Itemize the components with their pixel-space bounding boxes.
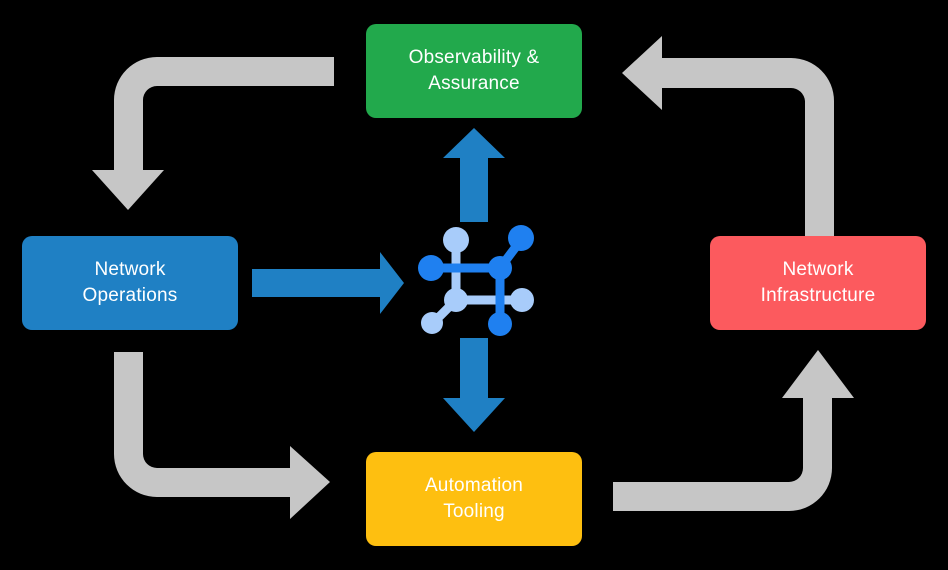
node-label-automation-tooling: Automation Tooling [424,475,524,522]
arrow-automation-to-infrastructure [613,350,854,511]
icon-node-hub [488,256,512,280]
icon-node-bottom-left [421,312,443,334]
arrow-observability-to-operations [92,57,334,210]
node-box-network-infrastructure[interactable]: Network Infrastructure [710,236,926,330]
arrow-infrastructure-to-observability [622,36,834,237]
node-label-network-infrastructure: Network Infrastructure [760,259,876,306]
icon-node-far-left [418,255,444,281]
node-box-observability[interactable]: Observability & Assurance [366,24,582,118]
icon-node-mid-left-lower [444,288,468,312]
network-topology-icon [418,225,534,336]
node-label-observability: Observability & Assurance [408,47,540,94]
node-label-network-operations: Network Operations [82,259,178,306]
icon-node-top-left [443,227,469,253]
arrow-operations-to-automation [114,352,330,519]
node-box-automation-tooling[interactable]: Automation Tooling [366,452,582,546]
icon-node-right-lower [510,288,534,312]
icon-node-top-right [508,225,534,251]
icon-node-bottom-center [488,312,512,336]
arrow-center-to-automation [443,338,505,432]
node-box-network-operations[interactable]: Network Operations [22,236,238,330]
arrow-operations-to-center [252,252,404,314]
arrow-center-to-observability [443,128,505,222]
